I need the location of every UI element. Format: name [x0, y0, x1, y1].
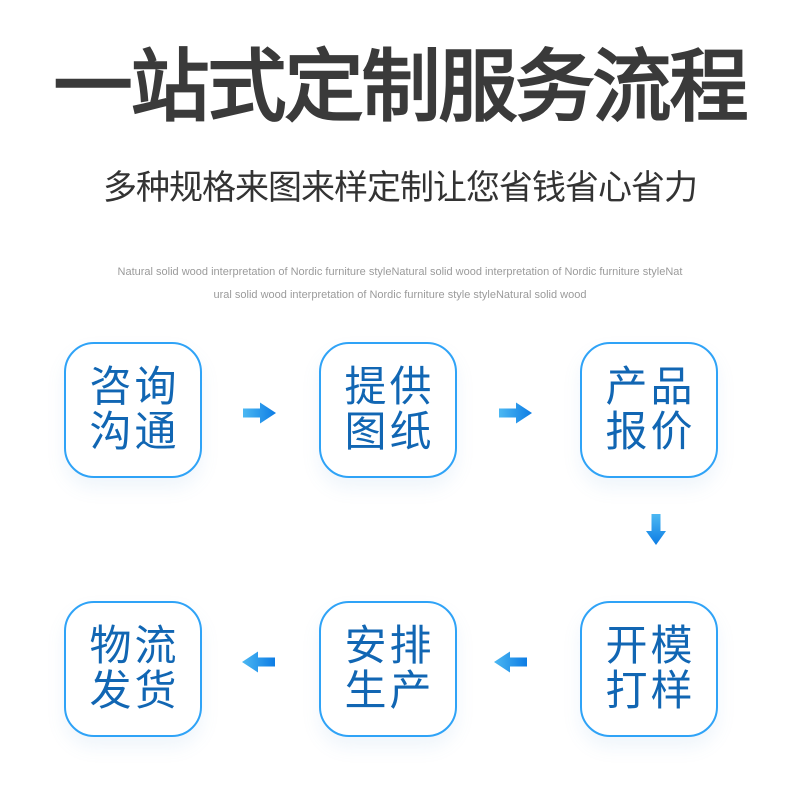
arrow-right-icon — [243, 402, 276, 424]
arrow-left-icon — [494, 651, 527, 673]
arrow-down-icon — [646, 514, 666, 545]
description-text: Natural solid wood interpretation of Nor… — [0, 261, 800, 307]
arrow-left-icon — [242, 651, 275, 673]
step-consult-communicate: 咨询 沟通 — [64, 342, 202, 478]
step-label-line: 提供 — [344, 363, 435, 411]
step-label-line: 开模 — [605, 622, 696, 670]
step-label-line: 产品 — [605, 363, 696, 411]
step-label-line: 图纸 — [344, 408, 435, 455]
step-label-line: 报价 — [605, 408, 696, 455]
page-subtitle: 多种规格来图来样定制让您省钱省心省力 — [103, 169, 698, 207]
description-line-1: Natural solid wood interpretation of Nor… — [117, 266, 683, 278]
step-mold-sampling: 开模 打样 — [580, 601, 718, 737]
step-label-line: 生产 — [344, 667, 435, 714]
step-arrange-production: 安排 生产 — [319, 601, 457, 737]
step-label-line: 物流 — [89, 622, 180, 670]
description-line-2: ural solid wood interpretation of Nordic… — [213, 289, 587, 302]
step-label-line: 沟通 — [89, 408, 180, 455]
step-product-quotation: 产品 报价 — [580, 342, 718, 478]
step-label-line: 发货 — [89, 667, 180, 714]
page-title: 一站式定制服务流程 — [53, 42, 749, 131]
step-label-line: 打样 — [605, 667, 696, 714]
step-label-line: 咨询 — [89, 363, 180, 411]
step-logistics-shipping: 物流 发货 — [64, 601, 202, 737]
arrow-right-icon — [499, 402, 532, 424]
step-provide-drawings: 提供 图纸 — [319, 342, 457, 478]
step-label-line: 安排 — [344, 622, 435, 670]
